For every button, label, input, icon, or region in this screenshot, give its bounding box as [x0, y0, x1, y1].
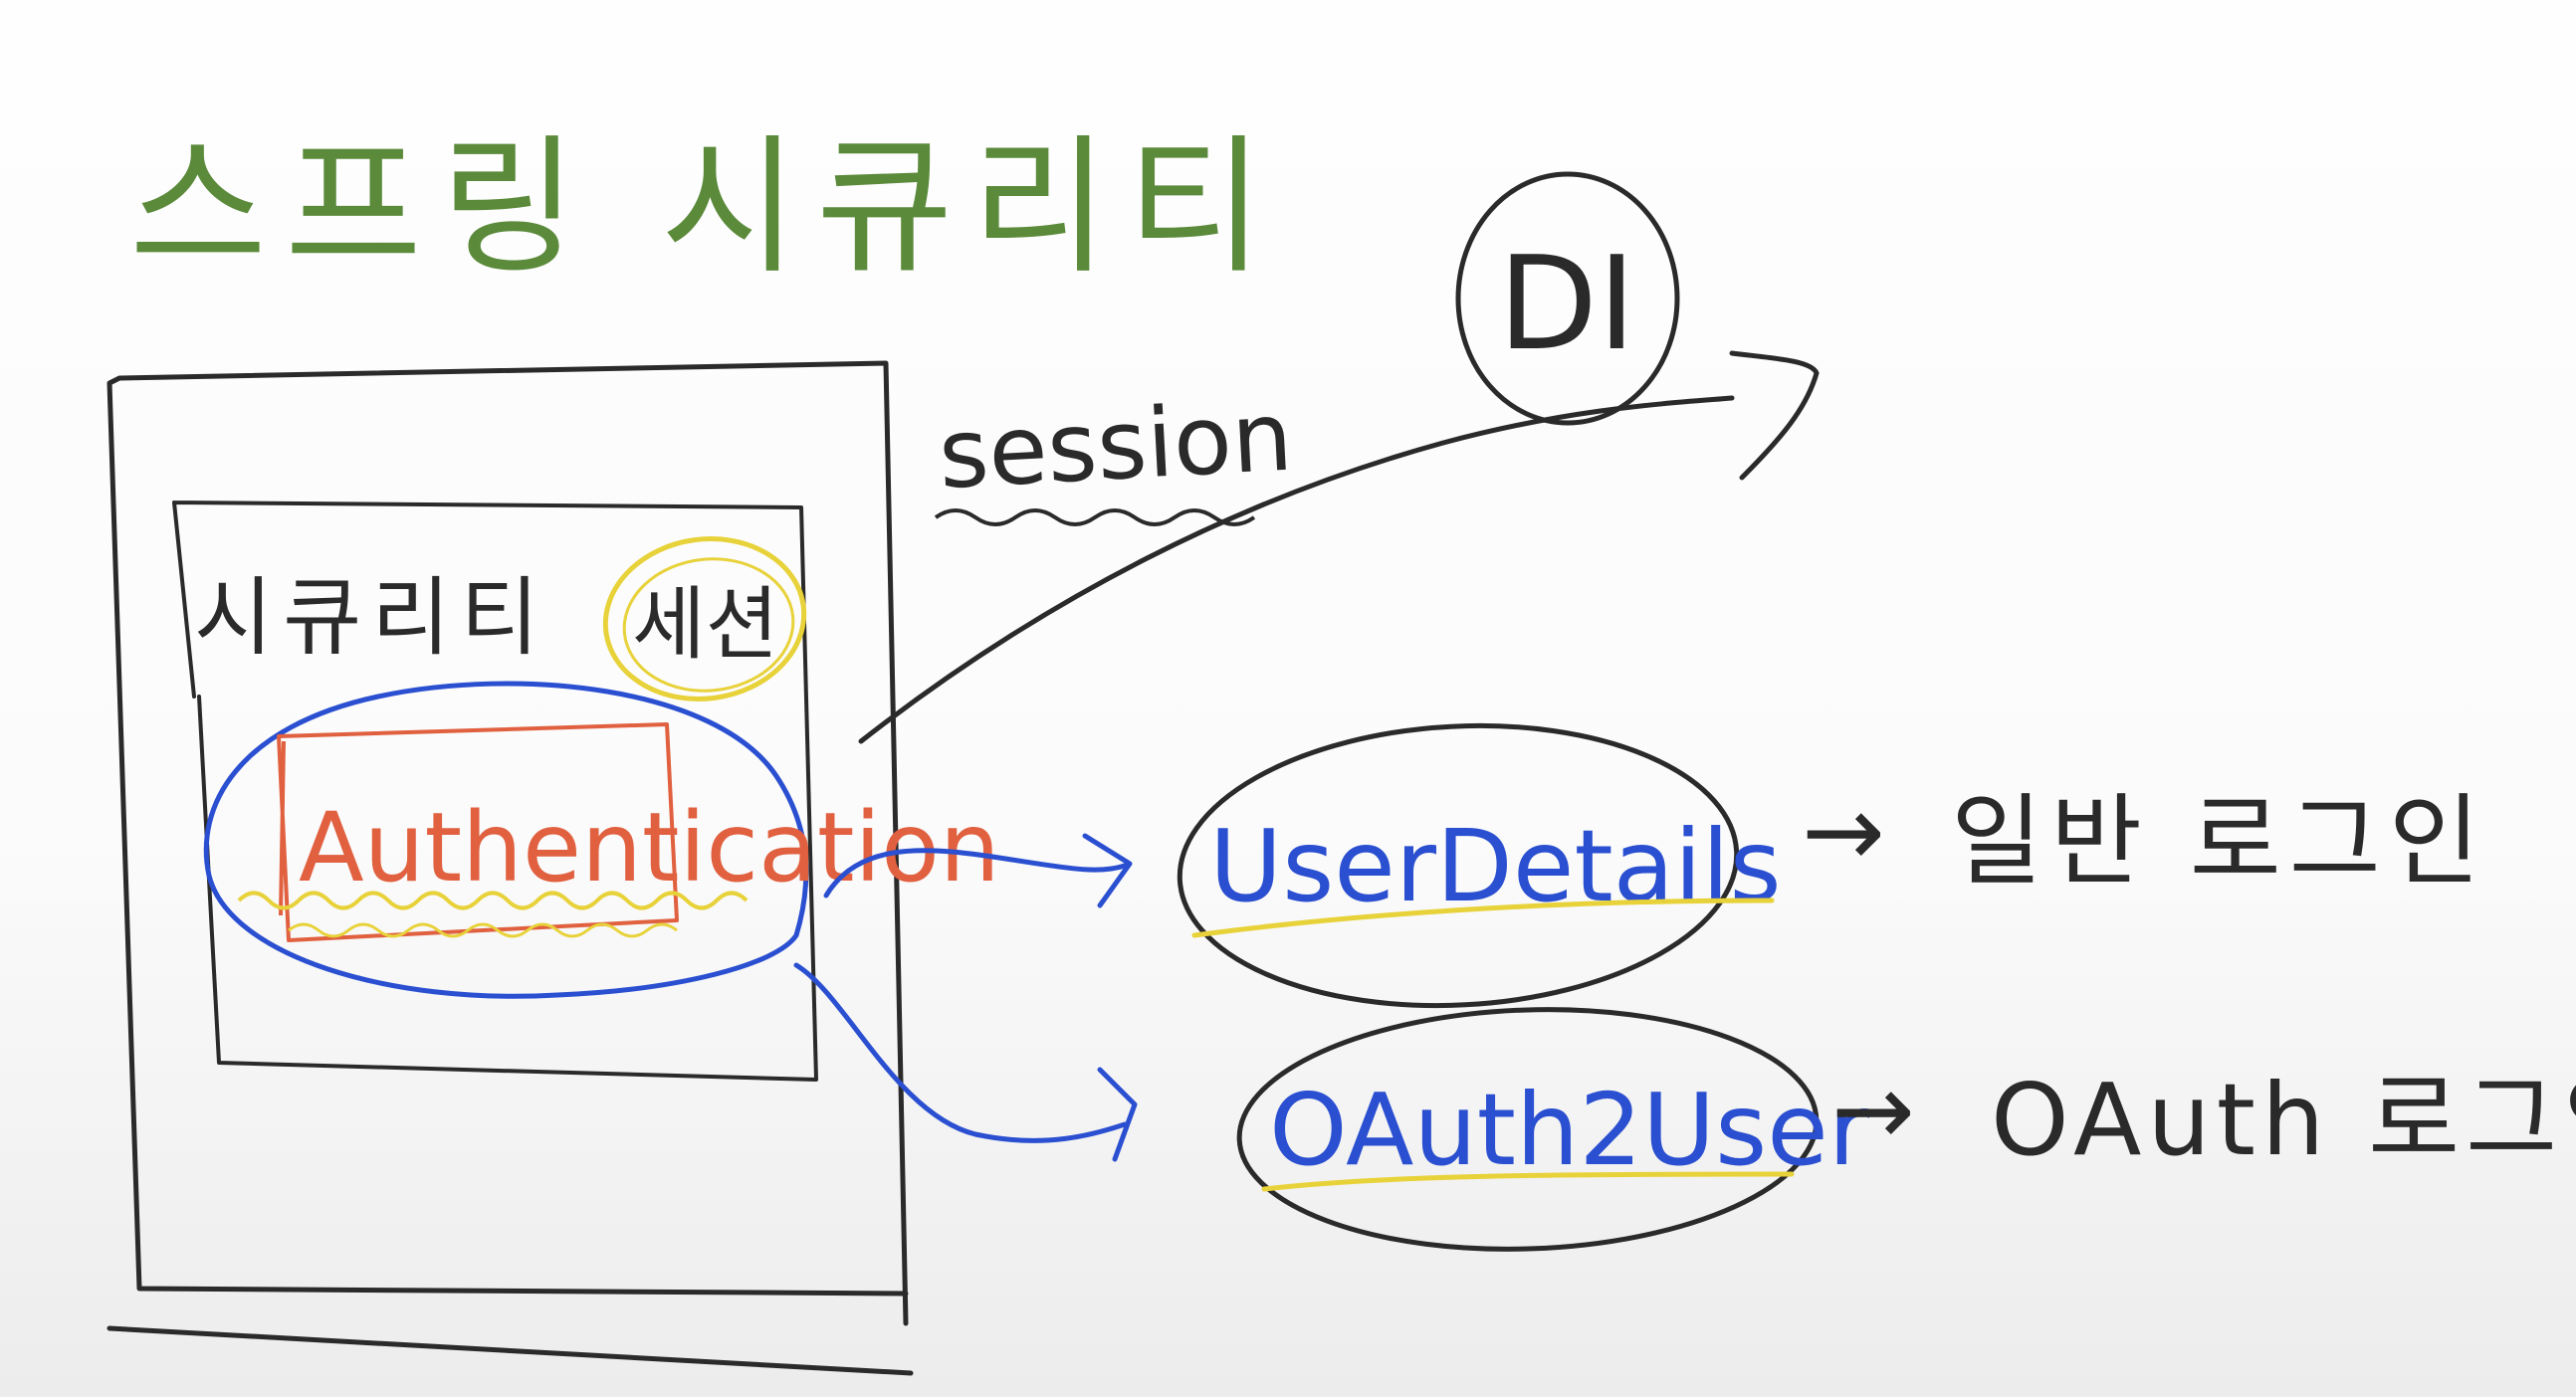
inner-box-session-word: 세션	[632, 578, 778, 671]
di-circle	[1455, 171, 1680, 426]
authentication-yellow-underline-2	[288, 922, 678, 938]
oauth2user-description: OAuth 로그인	[1991, 1062, 2576, 1178]
inner-box	[172, 500, 818, 1082]
session-highlight-circle-inner	[622, 557, 795, 693]
authentication-yellow-underline	[237, 891, 749, 910]
outer-box	[107, 360, 914, 1376]
userdetails-yellow-underline	[1191, 898, 1775, 938]
arrow-to-oauth2user	[793, 962, 1128, 1143]
diagram-title: 스프링 시큐리티	[129, 121, 1282, 295]
oauth2user-label: OAuth2User	[1269, 1072, 1870, 1188]
authentication-label: Authentication	[299, 792, 1000, 903]
arrow-to-oauth2user-head	[1097, 1067, 1138, 1162]
userdetails-circle	[1177, 722, 1740, 1009]
session-highlight-circle	[602, 536, 807, 701]
userdetails-arrow: →	[1802, 773, 1885, 890]
authentication-red-box	[277, 722, 679, 942]
arrow-to-userdetails-head	[1082, 833, 1133, 908]
authentication-blue-circle	[203, 681, 809, 999]
session-to-di-line	[858, 395, 1735, 744]
userdetails-label: UserDetails	[1209, 808, 1782, 924]
arrow-to-userdetails	[823, 848, 1128, 898]
di-label: DI	[1498, 228, 1635, 379]
session-line-arrowhead	[1729, 350, 1820, 481]
oauth2user-yellow-underline	[1261, 1171, 1795, 1192]
oauth2user-circle	[1236, 1007, 1820, 1252]
inner-box-label: 시큐리티	[194, 568, 548, 668]
oauth2user-arrow: →	[1831, 1052, 1915, 1168]
userdetails-description: 일반 로그인	[1951, 783, 2488, 899]
session-label: session	[936, 381, 1295, 510]
session-wavy-underline	[934, 508, 1256, 526]
